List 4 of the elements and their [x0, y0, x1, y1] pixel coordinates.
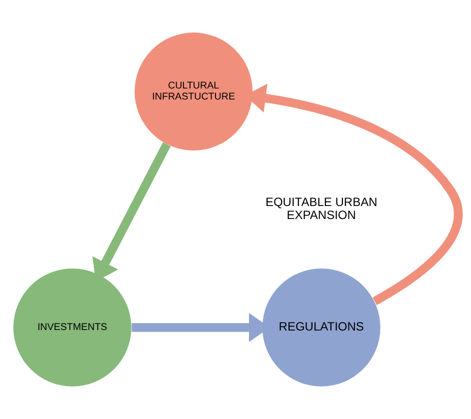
node-circle: REGULATIONS — [262, 268, 380, 386]
node-circle: INVESTMENTS — [12, 268, 131, 386]
node-circle: CULTURAL INFRASTUCTURE — [134, 32, 252, 151]
label: EQUITABLE URBAN EXPANSION — [264, 195, 377, 222]
